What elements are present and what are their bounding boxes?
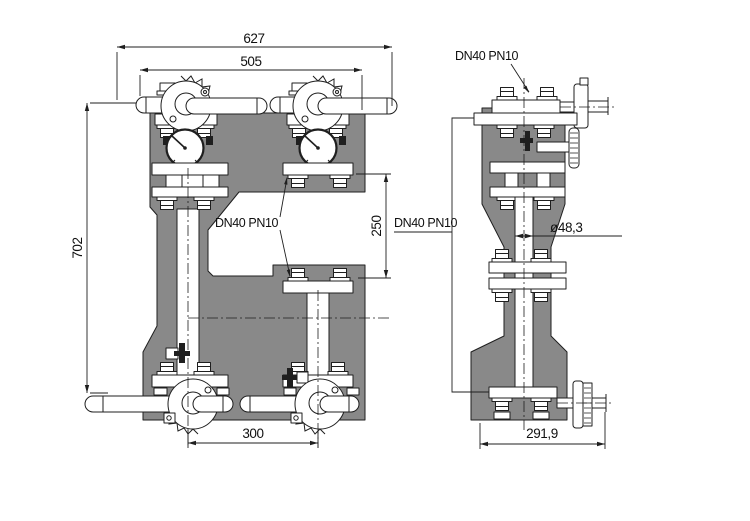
handwheel-knurl [582,382,593,427]
flange [489,161,566,174]
flange [488,386,558,399]
bottom-connection [488,380,607,429]
dimension-plate-width: 505 [139,54,363,110]
top-flange-plate [491,99,561,114]
lock-quadrant-teeth [295,416,326,435]
dim-text-48-3: ø48,3 [550,220,583,235]
ball-valve-top-left [135,75,268,138]
dimensions: 627 505 702 250 300 [70,31,622,449]
outlet-stub [192,395,234,413]
lock-quadrant-teeth [180,75,211,95]
flange [473,112,578,126]
pipe-end [587,100,609,113]
label-dn40-meter: DN40 PN10 [215,177,291,277]
dim-text-505: 505 [240,54,261,69]
gauge-needle [304,135,319,149]
labels: DN40 PN10 DN40 PN10 DN40 PN10 [215,49,530,277]
flange-disc [572,380,584,429]
label-text-dn40-meter: DN40 PN10 [215,216,279,230]
dim-text-300: 300 [242,426,263,441]
valve-lever-handle [317,97,398,115]
pressure-gauge-left [163,128,213,168]
dimension-meter-gap: 250 [356,173,391,279]
dimension-side-width: 291,9 [479,412,606,449]
label-dn40-side: DN40 PN10 [394,216,458,230]
label-text-dn40-top: DN40 PN10 [455,49,519,63]
lock-quadrant-teeth [312,75,343,95]
flange [151,186,229,198]
valve-lever-handle [185,97,268,115]
flange [488,261,567,274]
dimension-overall-height: 702 [70,102,136,394]
drain-cock-right [282,368,309,387]
dim-text-702: 702 [70,237,85,258]
flange [151,162,229,176]
spool [165,174,220,188]
flange [489,186,566,198]
drain-cock-left [165,343,190,363]
lock-quadrant-teeth [168,416,199,435]
side-view [394,77,614,430]
vent-valve [520,127,580,169]
dimension-pipe-spacing: 300 [187,426,319,448]
meter-flange-top [282,162,354,176]
ball-valve-top-right [269,75,398,138]
dim-text-250: 250 [369,215,384,236]
gauge-needle [171,135,186,149]
label-text-dn40-side: DN40 PN10 [394,216,458,230]
dim-text-291-9: 291,9 [526,426,558,441]
outlet-stub [319,395,360,413]
dimension-overall-width: 627 [116,31,393,106]
dimension-pipe-diameter: ø48,3 [515,220,622,239]
ball-valve-bottom-right [239,378,360,435]
flange [488,277,567,290]
dim-text-627: 627 [243,31,264,46]
front-view [84,75,398,448]
valve-stem [536,141,571,153]
flange-leader-line [451,117,490,393]
label-dn40-top: DN40 PN10 [455,49,530,93]
ball-valve-bottom-left [84,378,234,435]
